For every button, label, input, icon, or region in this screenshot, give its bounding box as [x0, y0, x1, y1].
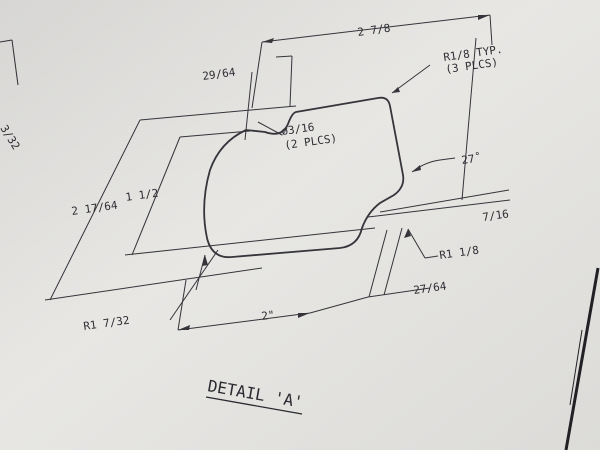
radius-left-label: R1 7/32: [83, 314, 131, 333]
height-inner-label: 1 1/2: [125, 186, 160, 203]
radius-right-label: R1 1/8: [439, 244, 480, 262]
detail-title-underline: [205, 396, 303, 415]
offset-bottom-right-label: 27/64: [413, 279, 448, 297]
offset-top-label: 29/64: [202, 65, 237, 83]
gap-right-label: 7/16: [482, 207, 510, 224]
hole-diameter-label: ø3/16: [281, 120, 316, 137]
bottom-width-label: 2": [261, 308, 276, 323]
arrowheads: [178, 15, 490, 330]
angle-label: 27˚: [461, 151, 482, 167]
dimension-lines: [44, 14, 511, 331]
left-edge-fragment: [0, 39, 19, 86]
sheet-border: [564, 267, 600, 450]
part-outline: [203, 96, 405, 259]
height-outer-label: 2 17/64: [71, 199, 119, 218]
overall-width-label: 2 7/8: [357, 21, 392, 38]
